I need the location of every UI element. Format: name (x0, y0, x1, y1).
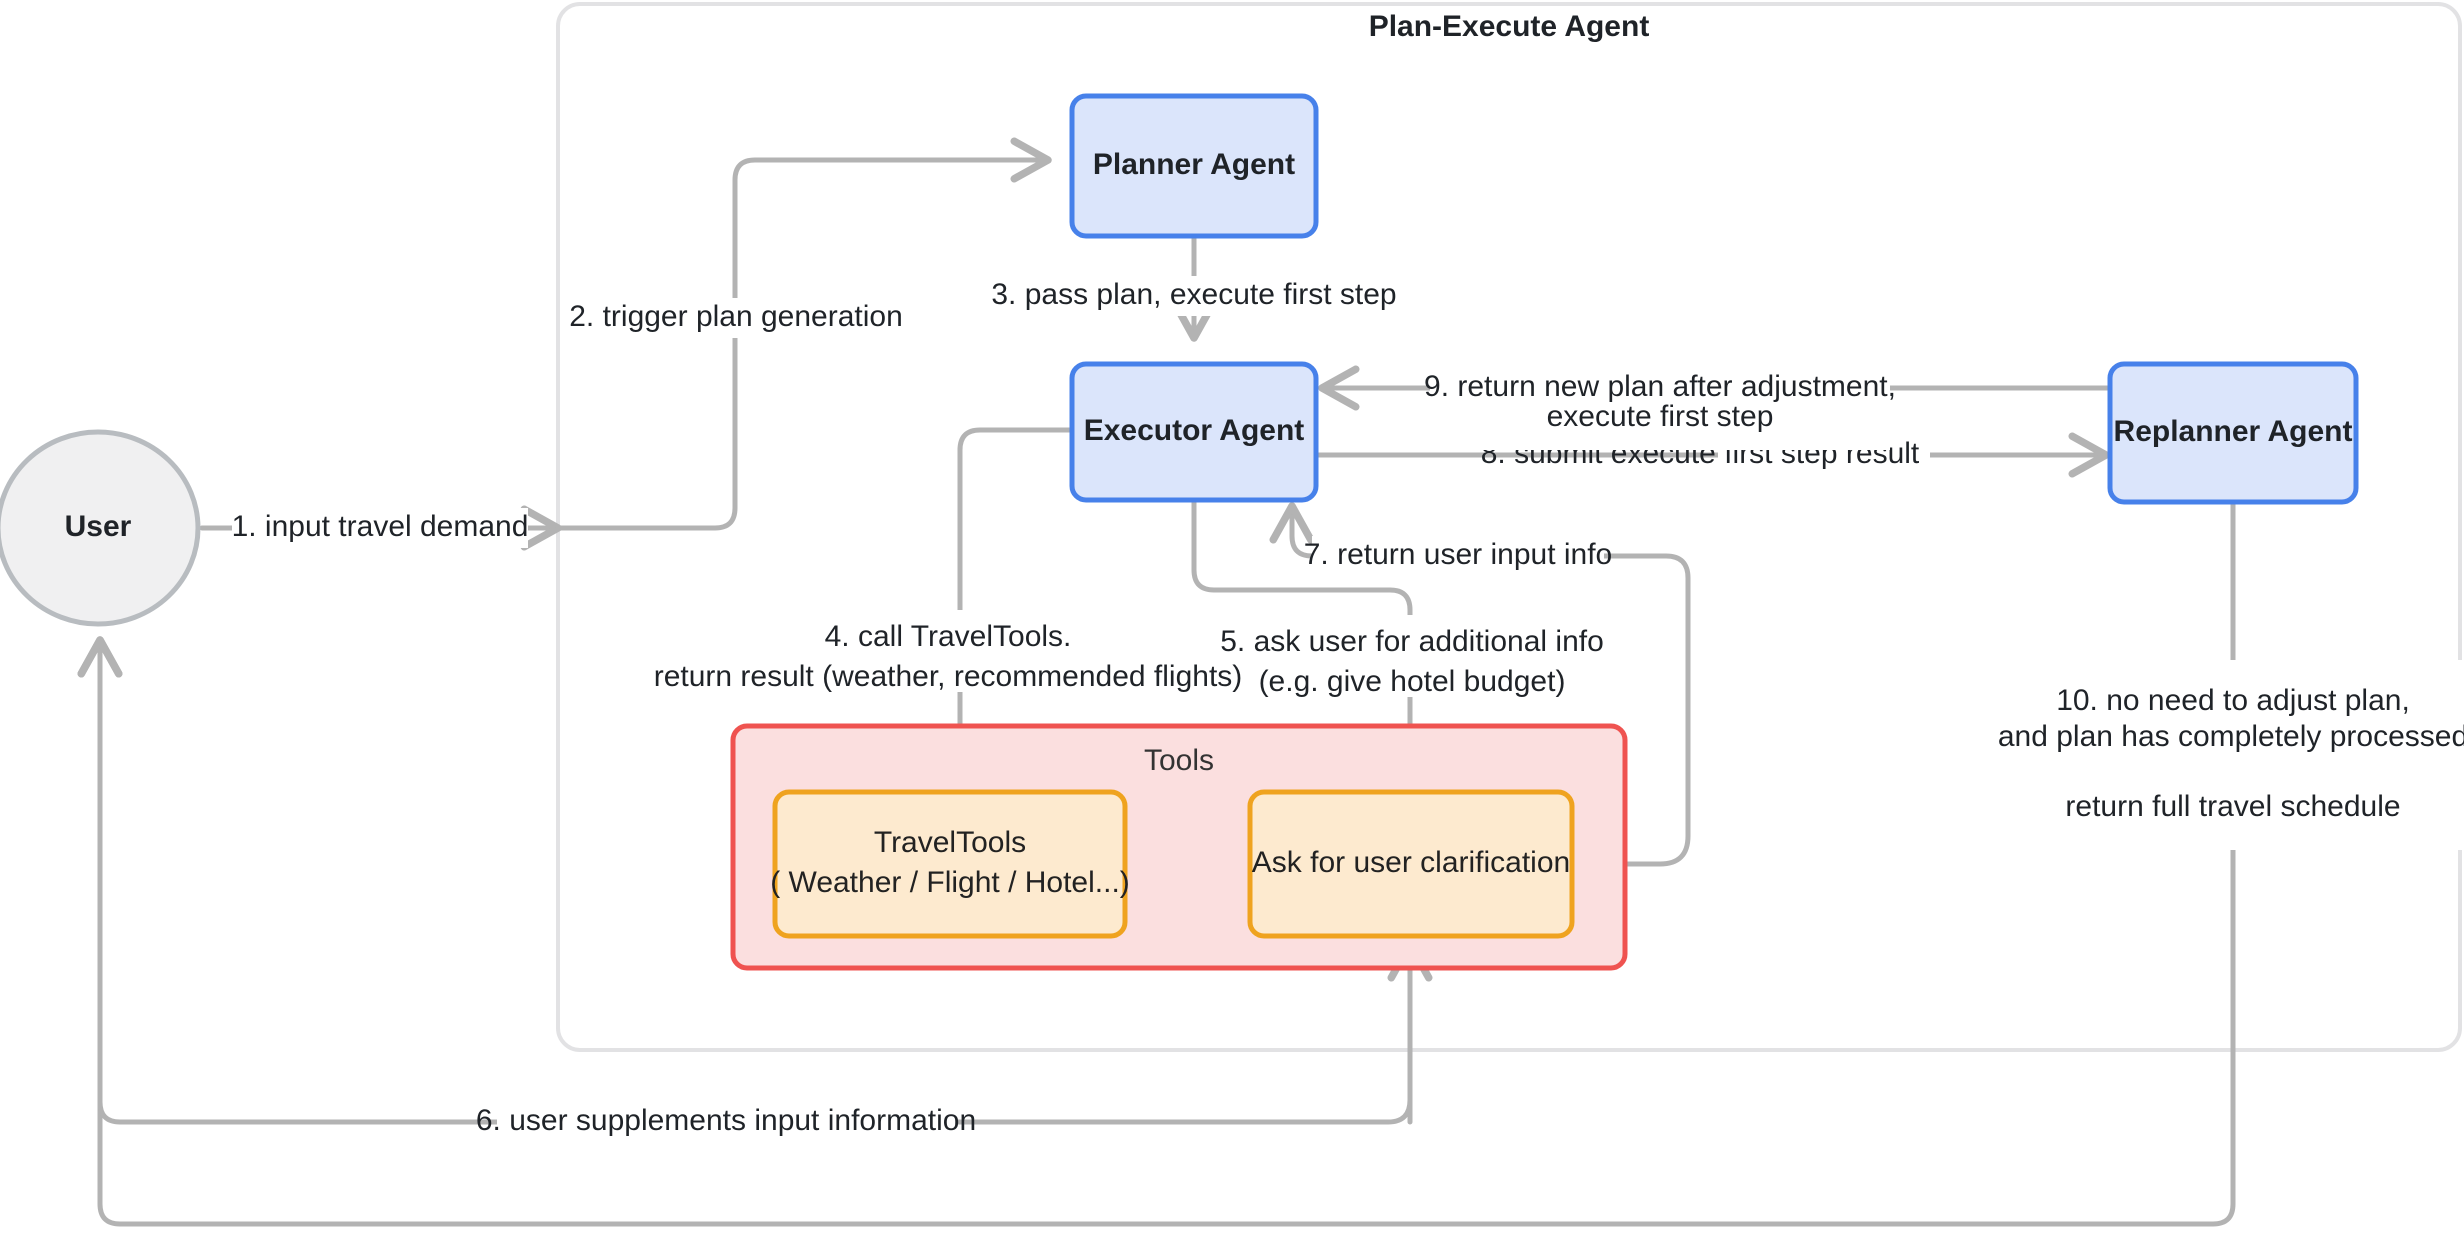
label-bg-5 (1252, 615, 1604, 697)
node-ask-for-user-clarification-label: Ask for user clarification (1252, 846, 1570, 879)
edge-label-10-line3: return full travel schedule (2065, 790, 2400, 823)
node-executor-agent[interactable] (1069, 361, 1319, 503)
edge-label-6: 6. user supplements input information (476, 1104, 976, 1137)
node-planner-agent[interactable] (1069, 93, 1319, 239)
label-bg-10 (1978, 660, 2464, 850)
label-bg-1 (232, 508, 528, 548)
label-bg-3 (1008, 276, 1380, 316)
label-bg-7 (1312, 536, 1604, 576)
edge-label-3: 3. pass plan, execute first step (991, 278, 1396, 311)
edge-label-4-line1: 4. call TravelTools. (825, 620, 1072, 653)
edge-label-4-line2: return result (weather, recommended flig… (654, 660, 1243, 693)
node-user-label: User (65, 510, 132, 543)
edge-label-10-line2: and plan has completely processed (1998, 720, 2464, 753)
edge-label-1: 1. input travel demand (232, 510, 529, 543)
node-traveltools-label-line2: ( Weather / Flight / Hotel...) (770, 866, 1130, 899)
label-bg-2 (580, 298, 892, 338)
edge-6-user-supplements-down (949, 1097, 1413, 1125)
tools-group-title: Tools (1144, 744, 1214, 777)
edge-label-5-line1: 5. ask user for additional info (1220, 625, 1604, 658)
edge-7-arrow-into-executor-bottom (1269, 502, 1315, 559)
node-traveltools[interactable] (772, 789, 1128, 939)
node-replanner-agent-label: Replanner Agent (2114, 415, 2353, 448)
edge-label-9-line1: 9. return new plan after adjustment, (1424, 370, 1896, 403)
edge-label-10-line1: 10. no need to adjust plan, (2056, 684, 2410, 717)
edge-label-7: 7. return user input info (1304, 538, 1613, 571)
node-ask-for-user-clarification[interactable] (1247, 789, 1575, 939)
node-executor-agent-label: Executor Agent (1084, 414, 1305, 447)
edge-2-trigger-plan-generation (555, 137, 1052, 531)
edge-label-5-line2: (e.g. give hotel budget) (1259, 665, 1566, 698)
edge-6-user-supplements-left (77, 636, 500, 1125)
node-planner-agent-label: Planner Agent (1093, 148, 1295, 181)
edge-5-ask-user-additional-info (1191, 497, 1413, 618)
edge-label-2: 2. trigger plan generation (569, 300, 903, 333)
node-replanner-agent[interactable] (2107, 361, 2359, 505)
plan-execute-agent-title: Plan-Execute Agent (1369, 10, 1650, 43)
edge-10-replanner-down-lower (77, 636, 2236, 1227)
label-bg-4 (676, 610, 1246, 692)
edge-7-return-user-input-info (1570, 553, 1691, 867)
edge-label-9-line2: execute first step (1547, 400, 1774, 433)
label-bg-6 (497, 1102, 955, 1142)
label-bg-9 (1430, 368, 1890, 450)
node-user[interactable] (0, 429, 201, 627)
node-traveltools-label-line1: TravelTools (874, 826, 1026, 859)
